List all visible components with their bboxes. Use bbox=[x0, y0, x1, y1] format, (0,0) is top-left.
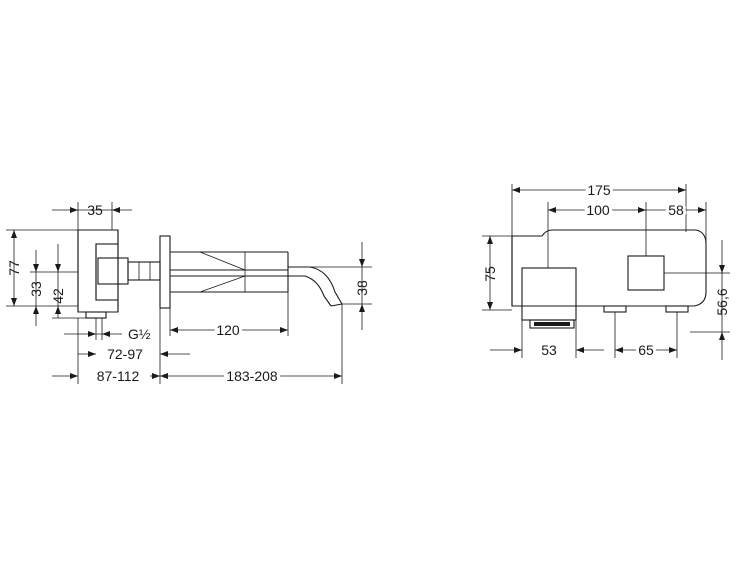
dim-87-112: 87-112 bbox=[97, 368, 140, 384]
dim-33: 33 bbox=[28, 281, 44, 297]
wall-box bbox=[77, 229, 161, 319]
dim-100: 100 bbox=[586, 202, 610, 218]
dim-75: 75 bbox=[482, 266, 498, 282]
dim-56-6: 56,6 bbox=[714, 288, 730, 315]
dim-53: 53 bbox=[541, 342, 557, 358]
dim-120: 120 bbox=[216, 322, 240, 338]
dim-72-97: 72-97 bbox=[107, 346, 143, 362]
dim-38: 38 bbox=[354, 280, 370, 296]
dim-77: 77 bbox=[6, 260, 22, 276]
dim-58: 58 bbox=[668, 202, 684, 218]
spout-outlet bbox=[521, 267, 577, 321]
spout bbox=[170, 251, 343, 307]
dim-65: 65 bbox=[638, 342, 654, 358]
wall-plate bbox=[159, 235, 171, 309]
dim-175: 175 bbox=[587, 182, 611, 198]
side-view: 35 77 33 42 G½ 72-97 bbox=[6, 202, 372, 388]
front-body bbox=[511, 229, 707, 307]
front-view: 175 100 58 75 56,6 53 bbox=[482, 179, 730, 361]
handle-square bbox=[627, 255, 665, 291]
dim-35: 35 bbox=[87, 202, 103, 218]
dim-42: 42 bbox=[50, 288, 66, 304]
dim-g-half: G½ bbox=[128, 326, 151, 342]
dim-183-208: 183-208 bbox=[226, 368, 278, 384]
